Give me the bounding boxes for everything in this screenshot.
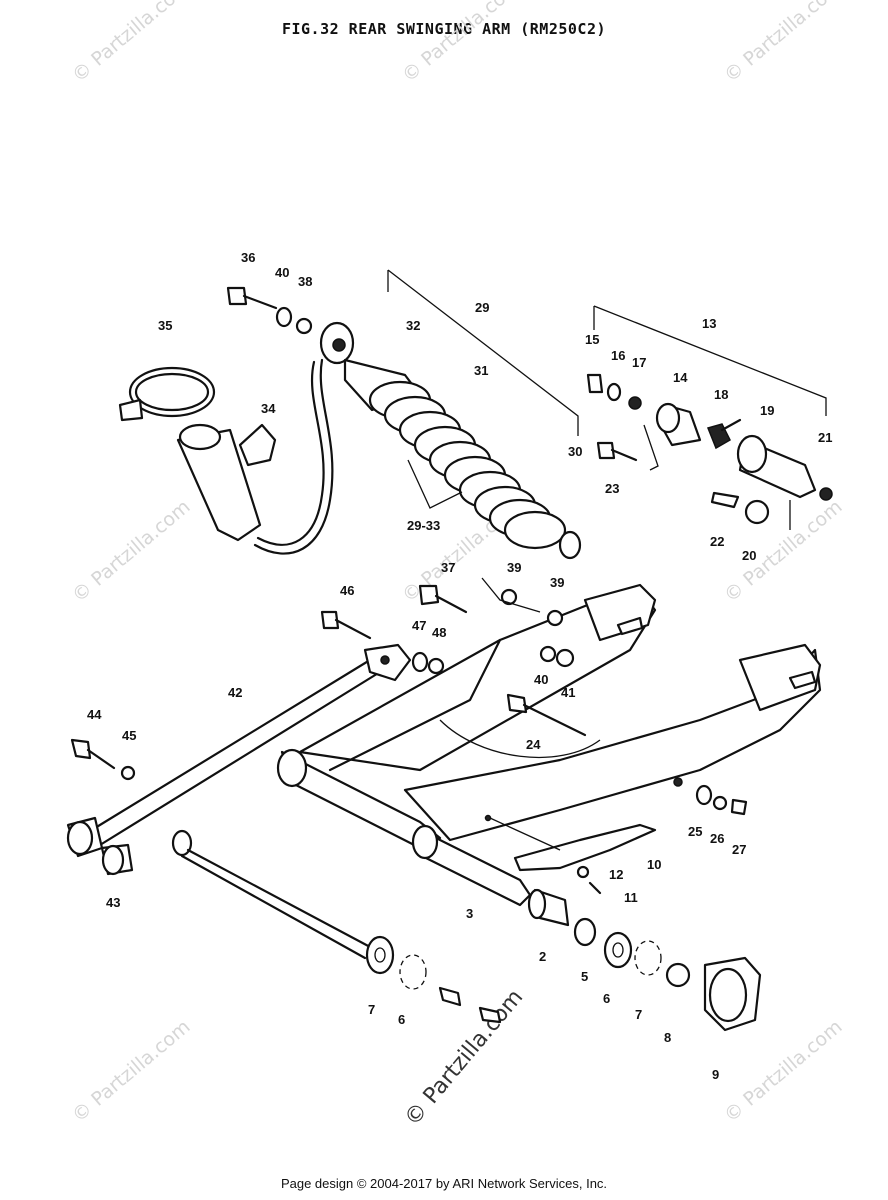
callout-29: 29 [475, 300, 489, 315]
callout-26: 26 [710, 831, 724, 846]
torque-rod [66, 643, 412, 858]
callout-8: 8 [664, 1030, 671, 1045]
callout-44: 44 [87, 707, 102, 722]
callout-7: 7 [635, 1007, 642, 1022]
callout-17: 17 [632, 355, 646, 370]
callout-9: 9 [712, 1067, 719, 1082]
callout-15: 15 [585, 332, 599, 347]
callout-12: 12 [609, 867, 623, 882]
pivot-bolt [171, 829, 374, 960]
callout-24: 24 [526, 737, 541, 752]
callout-10: 10 [647, 857, 661, 872]
shock-reservoir [176, 428, 262, 542]
callout-37: 37 [441, 560, 455, 575]
callout-39: 39 [507, 560, 521, 575]
callout-47: 47 [412, 618, 426, 633]
callout-3: 3 [466, 906, 473, 921]
callout-31: 31 [474, 363, 488, 378]
callout-36: 36 [241, 250, 255, 265]
callout-20: 20 [742, 548, 756, 563]
callout-6: 6 [603, 991, 610, 1006]
callout-23: 23 [605, 481, 619, 496]
callout-16: 16 [611, 348, 625, 363]
callout-41: 41 [561, 685, 575, 700]
callout-43: 43 [106, 895, 120, 910]
callout-5: 5 [581, 969, 588, 984]
callout-27: 27 [732, 842, 746, 857]
callout-13: 13 [702, 316, 716, 331]
callout-22: 22 [710, 534, 724, 549]
callout-45: 45 [122, 728, 136, 743]
callout-21: 21 [818, 430, 832, 445]
callout-25: 25 [688, 824, 702, 839]
callout-48: 48 [432, 625, 446, 640]
swing-arm [276, 583, 822, 872]
callout-38: 38 [298, 274, 312, 289]
callout-labels: 36 40 38 35 32 29 13 15 16 17 14 18 19 2… [87, 250, 832, 1082]
callout-19: 19 [760, 403, 774, 418]
callout-40: 40 [275, 265, 289, 280]
callout-46: 46 [340, 583, 354, 598]
pivot-tube [411, 824, 532, 907]
callout-40: 40 [534, 672, 548, 687]
callout-14: 14 [673, 370, 688, 385]
callout-11: 11 [624, 890, 638, 905]
figure-title: FIG.32 REAR SWINGING ARM (RM250C2) [281, 20, 607, 38]
page-footer: Page design © 2004-2017 by ARI Network S… [280, 1176, 608, 1191]
callout-7: 7 [368, 1002, 375, 1017]
callout-6: 6 [398, 1012, 405, 1027]
shock-absorber [253, 321, 582, 560]
callout-39: 39 [550, 575, 564, 590]
callout-35: 35 [158, 318, 172, 333]
callout-30: 30 [568, 444, 582, 459]
callout-34: 34 [261, 401, 276, 416]
callout-29-33: 29-33 [407, 518, 440, 533]
callout-18: 18 [714, 387, 728, 402]
callout-42: 42 [228, 685, 242, 700]
callout-32: 32 [406, 318, 420, 333]
callout-2: 2 [539, 949, 546, 964]
